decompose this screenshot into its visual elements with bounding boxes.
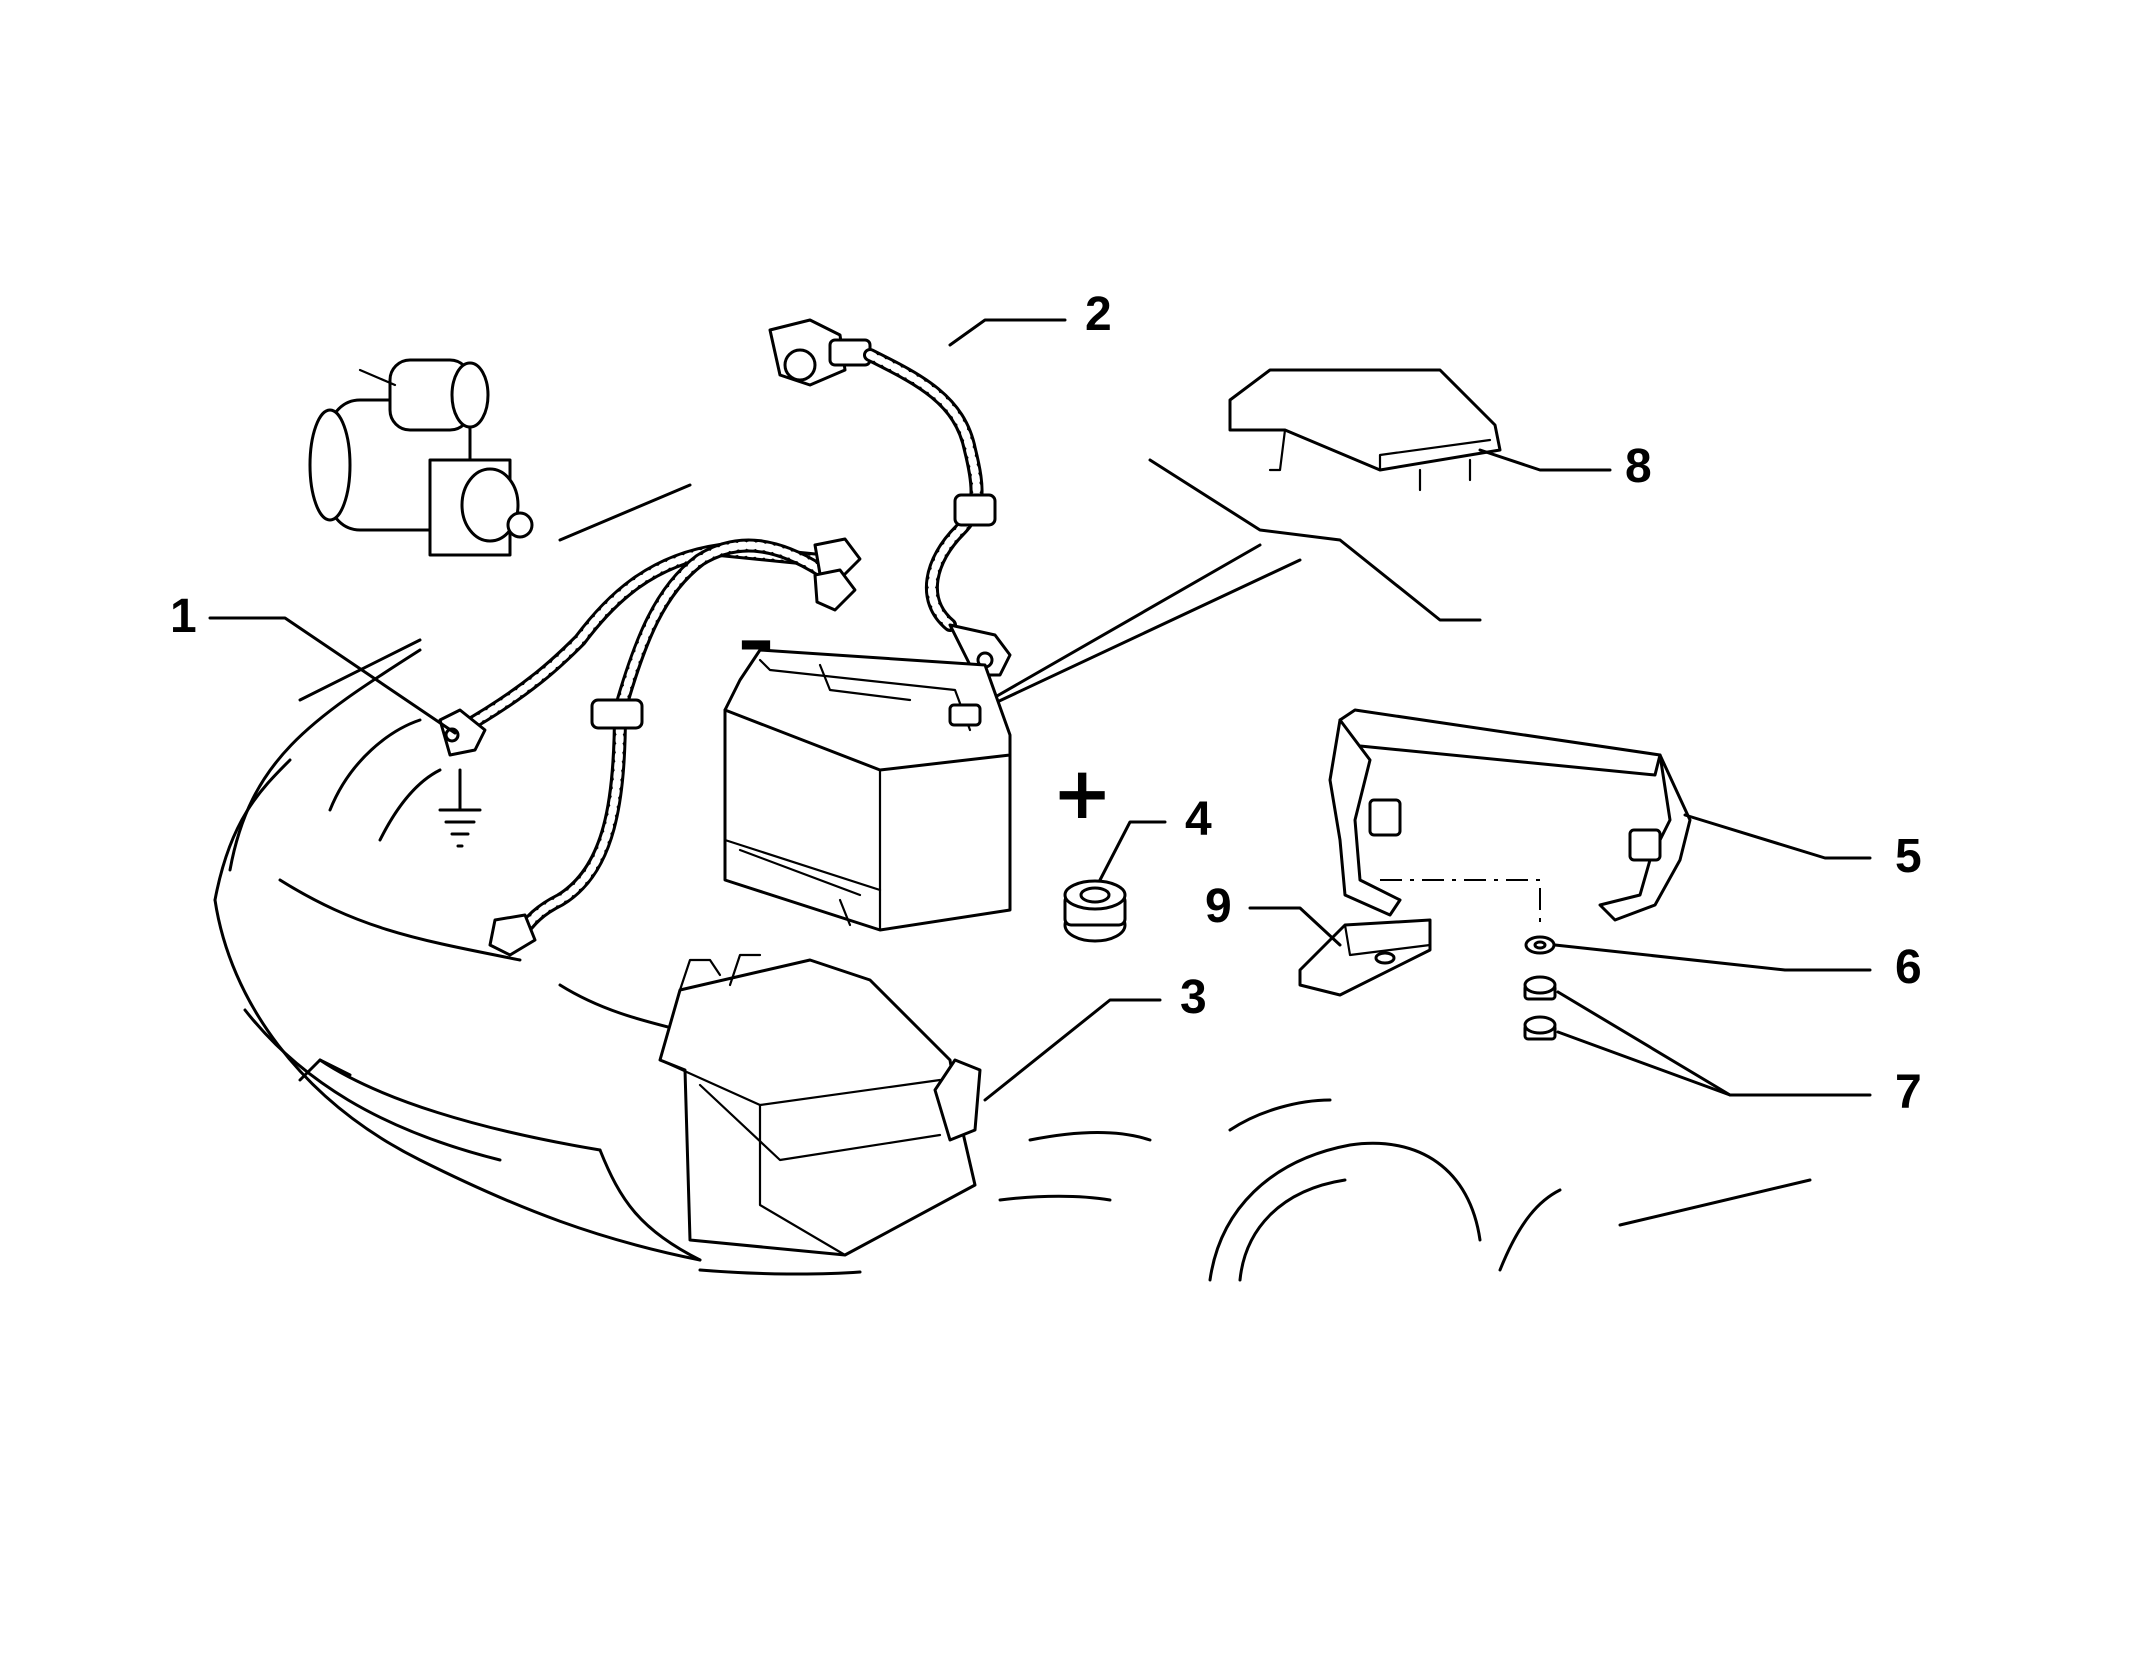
nut-lower [1523, 1015, 1557, 1041]
callout-6: 6 [1895, 941, 1922, 994]
callout-1: 1 [170, 590, 197, 643]
callout-3: 3 [1180, 971, 1207, 1024]
callout-numbers: 1 2 3 4 5 6 7 8 9 [170, 288, 1922, 1119]
battery-cover [1228, 368, 1502, 492]
leader-lines [208, 318, 1872, 1102]
leader-3 [983, 998, 1162, 1102]
leader-7b [1556, 1030, 1732, 1097]
starter-motor [308, 358, 534, 557]
battery-negative-cable [438, 537, 862, 957]
callout-7: 7 [1895, 1066, 1922, 1119]
spacer-block [1298, 918, 1432, 997]
leader-6 [1553, 943, 1872, 972]
negative-terminal-sign: – [738, 598, 774, 682]
grommet [1063, 879, 1127, 943]
leader-8 [1478, 448, 1612, 472]
nut-upper [1523, 975, 1557, 1001]
leader-4 [1098, 820, 1167, 882]
leader-1 [208, 616, 457, 735]
callout-5: 5 [1895, 830, 1922, 883]
battery-tray [658, 953, 982, 1257]
washer [1524, 935, 1556, 955]
callout-8: 8 [1625, 440, 1652, 493]
leader-5 [1683, 813, 1872, 860]
battery-clamp [1328, 708, 1692, 930]
leader-7a [1556, 990, 1872, 1097]
leader-2 [948, 318, 1067, 347]
car-body-outline [213, 458, 1812, 1282]
battery [723, 648, 1012, 932]
callout-9: 9 [1205, 880, 1232, 933]
callout-4: 4 [1185, 793, 1212, 846]
positive-terminal-sign: + [1052, 751, 1112, 835]
ground-symbol [438, 768, 482, 848]
leader-9 [1248, 906, 1342, 947]
callout-2: 2 [1085, 288, 1112, 341]
battery-positive-cable [768, 318, 1012, 677]
